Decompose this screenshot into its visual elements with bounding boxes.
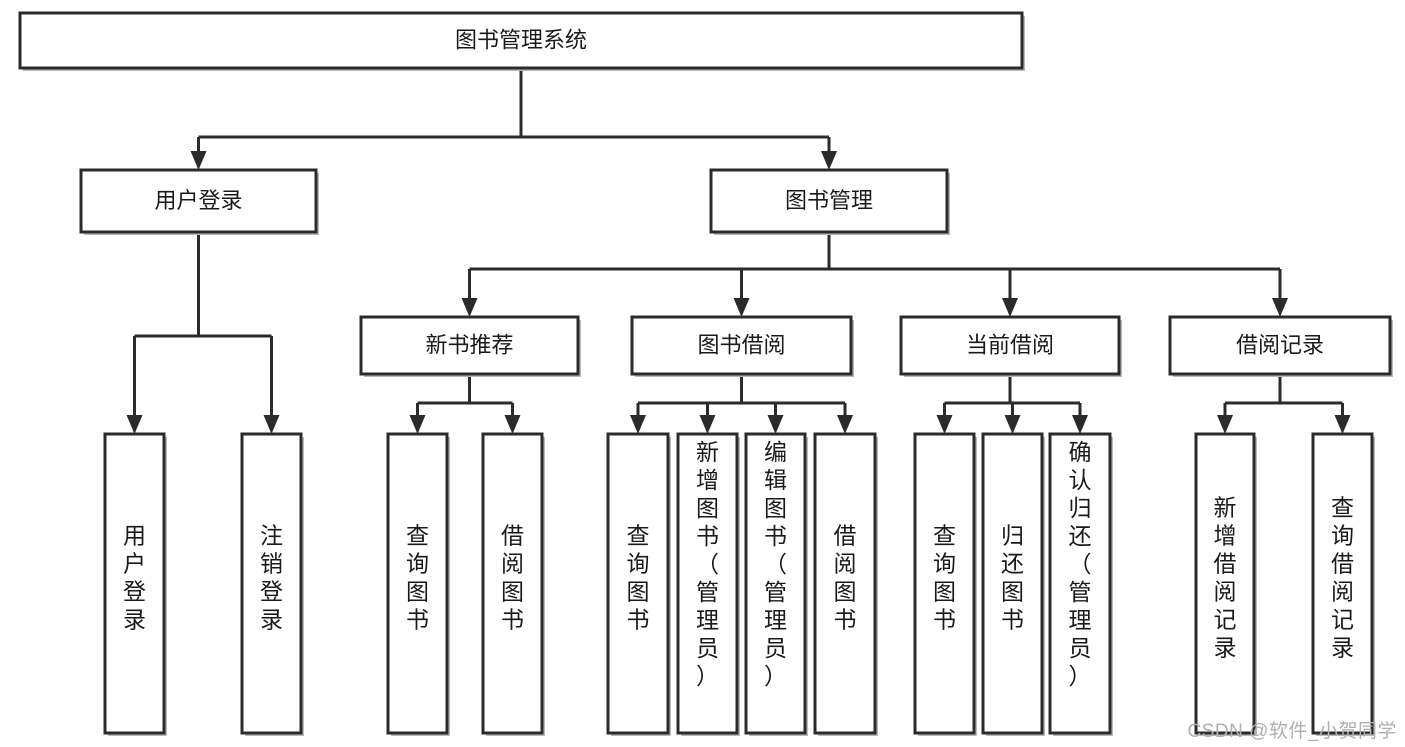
node-label: 借阅记录 xyxy=(1236,332,1324,357)
node-rect[interactable] xyxy=(240,432,303,735)
arrow-head-icon xyxy=(461,298,478,317)
node-rect[interactable] xyxy=(744,432,807,735)
arrow-head-icon xyxy=(190,151,207,170)
node-leaf_11[interactable]: 新增借阅记录 xyxy=(1194,432,1257,736)
node-label: 借阅图书 xyxy=(501,523,524,633)
node-label: 新书推荐 xyxy=(425,332,513,357)
node-leaf_10[interactable]: 确认归还（管理员） xyxy=(1048,432,1113,736)
node-label: 确认归还（管理员） xyxy=(1069,439,1092,689)
node-l2_0[interactable]: 新书推荐 xyxy=(359,315,581,377)
node-rect[interactable] xyxy=(1311,432,1374,735)
node-rect[interactable] xyxy=(359,315,580,376)
arrow-head-icon xyxy=(1334,415,1351,434)
node-label: 图书管理 xyxy=(785,188,873,213)
arrow-head-icon xyxy=(1272,298,1288,317)
arrow-head-icon xyxy=(1004,415,1021,434)
node-label: 新增图书（管理员） xyxy=(696,439,719,689)
node-label: 用户登录 xyxy=(154,188,242,213)
node-leaf_7[interactable]: 借阅图书 xyxy=(813,432,878,736)
node-l2_3[interactable]: 借阅记录 xyxy=(1168,315,1393,377)
node-leaf_3[interactable]: 借阅图书 xyxy=(481,432,545,736)
arrow-head-icon xyxy=(409,415,426,434)
node-label: 查询借阅记录 xyxy=(1331,495,1354,661)
arrow-head-icon xyxy=(733,298,750,317)
connector-layer xyxy=(126,68,1351,434)
node-rect[interactable] xyxy=(1168,315,1392,376)
connector-group xyxy=(190,68,837,170)
node-label: 当前借阅 xyxy=(966,332,1054,357)
arrow-head-icon xyxy=(837,415,853,434)
node-label: 查询图书 xyxy=(406,523,429,633)
arrow-head-icon xyxy=(936,415,953,434)
node-leaf_8[interactable]: 查询图书 xyxy=(913,432,977,736)
node-l1_0[interactable]: 用户登录 xyxy=(79,168,319,235)
arrow-head-icon xyxy=(126,415,143,434)
node-leaf_0[interactable]: 用户登录 xyxy=(103,432,167,736)
arrow-head-icon xyxy=(263,415,280,434)
arrow-head-icon xyxy=(630,415,646,434)
node-rect[interactable] xyxy=(981,432,1044,735)
node-rect[interactable] xyxy=(103,432,166,735)
node-rect[interactable] xyxy=(606,432,670,735)
node-label: 借阅图书 xyxy=(834,523,857,633)
connector-group xyxy=(409,374,521,434)
node-label: 新增借阅记录 xyxy=(1214,495,1237,661)
node-rect[interactable] xyxy=(79,168,318,234)
node-root[interactable]: 图书管理系统 xyxy=(18,11,1025,71)
node-leaf_5[interactable]: 新增图书（管理员） xyxy=(676,432,740,736)
arrow-head-icon xyxy=(821,151,837,170)
node-label: 注销登录 xyxy=(260,523,283,633)
node-label: 归还图书 xyxy=(1001,523,1024,633)
node-l2_2[interactable]: 当前借阅 xyxy=(899,315,1122,377)
node-leaf_1[interactable]: 注销登录 xyxy=(240,432,304,736)
node-leaf_2[interactable]: 查询图书 xyxy=(386,432,450,736)
node-label: 编辑图书（管理员） xyxy=(764,439,787,689)
node-rect[interactable] xyxy=(630,315,853,376)
arrow-head-icon xyxy=(1072,415,1088,434)
connector-group xyxy=(461,232,1288,317)
node-rect[interactable] xyxy=(1048,432,1112,735)
node-rect[interactable] xyxy=(913,432,976,735)
node-leaf_12[interactable]: 查询借阅记录 xyxy=(1311,432,1375,736)
node-rect[interactable] xyxy=(813,432,877,735)
node-label: 图书借阅 xyxy=(697,332,785,357)
connector-group xyxy=(936,374,1088,434)
connector-group xyxy=(1217,374,1351,434)
connector-group xyxy=(630,374,853,434)
node-leaf_6[interactable]: 编辑图书（管理员） xyxy=(744,432,808,736)
arrow-head-icon xyxy=(1002,298,1018,317)
node-rect[interactable] xyxy=(481,432,544,735)
node-label: 查询图书 xyxy=(627,523,650,633)
node-l1_1[interactable]: 图书管理 xyxy=(709,168,950,235)
node-label: 用户登录 xyxy=(123,523,146,633)
arrow-head-icon xyxy=(767,415,784,434)
node-rect[interactable] xyxy=(386,432,449,735)
arrow-head-icon xyxy=(504,415,521,434)
connector-group xyxy=(126,232,280,434)
node-label: 查询图书 xyxy=(933,523,956,633)
node-rect[interactable] xyxy=(676,432,739,735)
node-label: 图书管理系统 xyxy=(455,27,587,52)
node-rect[interactable] xyxy=(899,315,1121,376)
csdn-watermark: CSDN @软件_小贺同学 xyxy=(1187,721,1397,742)
node-rect[interactable] xyxy=(18,11,1024,70)
node-leaf_9[interactable]: 归还图书 xyxy=(981,432,1045,736)
node-layer: 图书管理系统用户登录图书管理新书推荐图书借阅当前借阅借阅记录用户登录注销登录查询… xyxy=(18,11,1393,736)
arrow-head-icon xyxy=(1217,415,1233,434)
node-rect[interactable] xyxy=(1194,432,1256,735)
node-l2_1[interactable]: 图书借阅 xyxy=(630,315,854,377)
node-rect[interactable] xyxy=(709,168,949,234)
node-leaf_4[interactable]: 查询图书 xyxy=(606,432,671,736)
arrow-head-icon xyxy=(699,415,716,434)
